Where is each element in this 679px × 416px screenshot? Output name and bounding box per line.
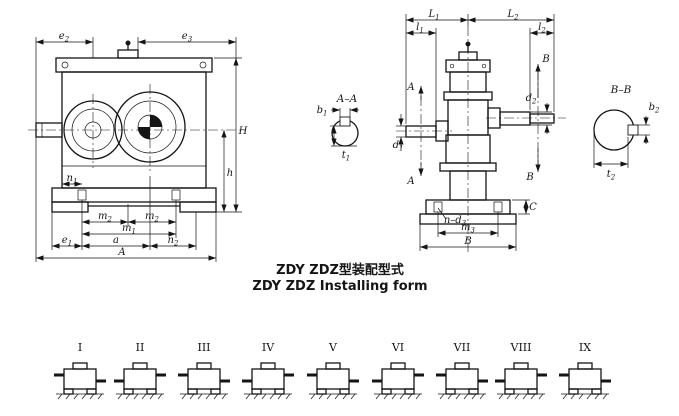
output-shaft-small — [529, 113, 555, 124]
form-numeral: II — [136, 341, 145, 354]
section-label-A-bottom: A — [406, 176, 414, 187]
section-bb: B–B b2 t2 — [593, 84, 660, 182]
center-mark — [137, 114, 163, 140]
dim-n1: n1 — [67, 173, 78, 186]
output-shaft-large — [499, 111, 531, 126]
front-view: e2 e3 H h n1 m2 m2 m1 e1 a n2 A — [28, 31, 248, 262]
form-item-VII: VII — [436, 341, 488, 400]
form-numeral: IX — [579, 341, 591, 354]
foundation-slot-left — [77, 189, 87, 201]
form-numeral: V — [328, 341, 338, 354]
inspection-cap — [117, 49, 139, 59]
section-label-A-top: A — [406, 82, 414, 93]
dim-h: h — [227, 168, 233, 179]
dim-B-width: B — [463, 236, 471, 247]
form-item-IV: IV — [242, 341, 294, 400]
dim-L1: L1 — [427, 9, 439, 22]
section-aa: A–A b1 t1 — [317, 93, 359, 163]
form-item-I: I — [54, 341, 106, 400]
dim-n2: n2 — [168, 235, 179, 248]
dim-l2: l2 — [538, 22, 546, 35]
front-view-dimensions: e2 e3 H h n1 m2 m2 m1 e1 a n2 A — [35, 31, 248, 262]
keyway-bb — [627, 124, 639, 136]
section-bb-dimensions: b2 t2 — [593, 102, 660, 182]
dim-m2-left: m2 — [98, 211, 112, 224]
section-aa-title: A–A — [336, 93, 358, 105]
dim-e1: e1 — [62, 235, 72, 248]
dim-d1: d1 — [393, 140, 404, 153]
side-view: L1 L2 l1 l2 A A B B d1 d2 C n–d3 m3 B — [393, 9, 566, 252]
form-numeral: VI — [391, 341, 404, 354]
side-slot-left — [433, 201, 443, 213]
section-label-B-top: B — [541, 54, 549, 65]
dim-L2: L2 — [506, 9, 519, 22]
keyway-aa — [339, 116, 351, 127]
form-item-II: II — [114, 341, 166, 400]
dim-m3: m3 — [461, 222, 475, 235]
caption-english: ZDY ZDZ Installing form — [252, 279, 427, 294]
dim-C: C — [529, 202, 537, 213]
dim-n-d3: n–d3 — [444, 215, 467, 228]
caption: ZDY ZDZ型装配型式 ZDY ZDZ Installing form — [252, 262, 427, 294]
section-bb-title: B–B — [610, 84, 632, 96]
dim-m2-right: m2 — [145, 211, 159, 224]
dim-t1: t1 — [342, 150, 351, 163]
dim-e2: e2 — [59, 31, 70, 44]
dim-m1: m1 — [122, 223, 136, 236]
form-numeral: IV — [262, 341, 275, 354]
top-flange — [55, 57, 213, 73]
form-item-V: V — [307, 341, 359, 400]
dim-b2: b2 — [649, 102, 660, 115]
base-plate — [51, 187, 217, 203]
form-numeral: III — [197, 341, 210, 354]
form-item-III: III — [178, 341, 230, 400]
form-item-VI: VI — [372, 341, 424, 400]
dim-a: a — [113, 235, 119, 246]
side-view-dimensions: L1 L2 l1 l2 A A B B d1 d2 C n–d3 m3 B — [393, 9, 555, 251]
form-item-IX: IX — [559, 341, 611, 400]
form-numeral: VII — [453, 341, 471, 354]
dim-d2: d2 — [526, 93, 537, 106]
form-numeral: I — [78, 341, 82, 354]
section-label-B-bottom: B — [525, 172, 533, 183]
lifting-eye — [125, 40, 131, 46]
section-aa-dimensions: b1 t1 — [317, 105, 359, 163]
caption-chinese: ZDY ZDZ型装配型式 — [276, 262, 404, 278]
gearbox-side-outline — [405, 41, 555, 225]
dim-e3: e3 — [182, 31, 193, 44]
gearbox-front-outline — [35, 40, 217, 213]
dim-t2: t2 — [607, 169, 616, 182]
dim-A: A — [117, 247, 125, 258]
form-item-VIII: VIII — [495, 341, 547, 400]
dim-l1: l1 — [416, 22, 424, 35]
dim-b1: b1 — [317, 105, 328, 118]
side-slot-right — [493, 201, 503, 213]
foundation-slot-right — [171, 189, 181, 201]
form-numeral: VIII — [510, 341, 532, 354]
dim-H: H — [238, 126, 248, 137]
